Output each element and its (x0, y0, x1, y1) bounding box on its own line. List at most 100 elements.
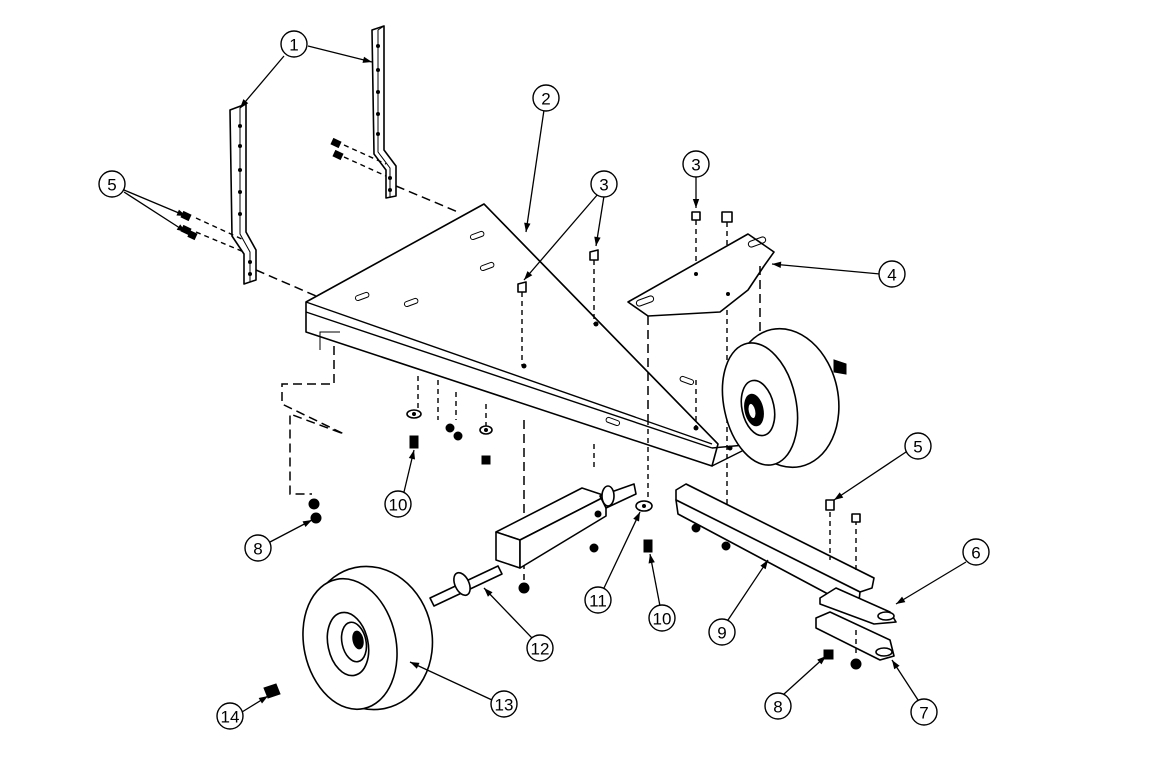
balloon-circle (490, 690, 518, 718)
balloon-13: 13 (490, 690, 518, 718)
balloon-circle (532, 84, 560, 112)
balloon-11: 11 (584, 586, 612, 614)
leader-line-1 (239, 55, 285, 109)
leader-line-5 (833, 451, 907, 501)
balloon-label: 5 (107, 176, 116, 195)
bolts-right-bracket (330, 137, 344, 161)
balloon-circle (764, 692, 792, 720)
tow-arm (675, 483, 875, 611)
leader-line-12 (483, 587, 533, 639)
leader-arrowhead-8 (302, 520, 312, 528)
balloon-label: 3 (599, 176, 608, 195)
carriage-bolts-tow (825, 499, 861, 523)
leader-lines (123, 45, 967, 713)
balloon-label: 9 (717, 624, 726, 643)
carriage-bolts-deck (517, 249, 599, 366)
balloon-3: 3 (682, 150, 710, 178)
wheel-upper-right (721, 327, 847, 469)
balloon-label: 12 (531, 640, 550, 659)
balloon-12: 12 (526, 634, 554, 662)
washer-nut-center (635, 420, 653, 553)
upright-bracket-left (229, 103, 257, 285)
leader-arrowhead-8 (817, 656, 826, 665)
balloon-circle (904, 432, 932, 460)
balloon-label: 14 (221, 708, 240, 727)
leader-line-4 (771, 263, 881, 275)
wheel-lower (302, 565, 434, 711)
wheel-mount-plate (627, 233, 775, 520)
leader-arrowhead-1 (362, 56, 372, 63)
balloon-label: 2 (541, 90, 550, 109)
leader-line-6 (895, 561, 967, 605)
balloon-8: 8 (244, 534, 272, 562)
balloon-label: 5 (913, 438, 922, 457)
balloon-circle (280, 30, 308, 58)
leader-arrowhead-7 (892, 660, 900, 670)
balloon-label: 10 (653, 610, 672, 629)
upright-bracket-right (371, 25, 397, 199)
balloon-circle (216, 702, 244, 730)
balloon-label: 10 (389, 496, 408, 515)
balloon-label: 8 (773, 698, 782, 717)
balloon-label: 11 (589, 592, 607, 611)
balloon-circle (584, 586, 612, 614)
leader-arrowhead-14 (258, 696, 268, 704)
leader-arrowhead-3 (524, 271, 533, 280)
leader-line-11 (603, 511, 641, 589)
leader-line-13 (409, 661, 493, 701)
balloon-2: 2 (532, 84, 560, 112)
balloon-10: 10 (384, 490, 412, 518)
balloon-circle (910, 698, 938, 726)
balloon-circle (682, 150, 710, 178)
balloon-circle (526, 634, 554, 662)
balloon-5: 5 (98, 170, 126, 198)
balloon-label: 3 (691, 156, 700, 175)
balloon-14: 14 (216, 702, 244, 730)
balloon-5: 5 (904, 432, 932, 460)
leader-line-1 (307, 45, 373, 63)
balloon-label: 13 (495, 696, 514, 715)
leader-arrowhead-3 (594, 236, 601, 246)
leader-arrowhead-5 (834, 492, 844, 500)
balloon-7: 7 (910, 698, 938, 726)
balloon-label: 4 (887, 266, 896, 285)
balloon-circle (878, 260, 906, 288)
leader-line-8 (783, 655, 827, 695)
leader-arrowhead-10 (408, 450, 416, 460)
leader-line-5 (123, 191, 187, 233)
leader-arrowhead-12 (484, 588, 493, 597)
axle-shaft (429, 565, 503, 607)
balloon-3: 3 (590, 170, 618, 198)
deck-plate (305, 203, 757, 467)
balloon-8: 8 (764, 692, 792, 720)
bracket-assembly-lines (195, 144, 459, 297)
leader-arrowhead-1 (240, 99, 249, 108)
leader-arrowhead-13 (410, 662, 420, 669)
leader-line-2 (525, 109, 545, 233)
leader-line-9 (727, 559, 769, 621)
balloon-4: 4 (878, 260, 906, 288)
hub-nut (263, 683, 281, 699)
balloon-label: 6 (971, 544, 980, 563)
balloon-6: 6 (962, 538, 990, 566)
hitch-plate-lower (815, 611, 895, 670)
balloon-label: 8 (253, 540, 262, 559)
balloon-1: 1 (280, 30, 308, 58)
leader-arrowhead-4 (772, 261, 782, 269)
leader-arrowhead-2 (524, 222, 531, 232)
balloon-circle (244, 534, 272, 562)
leader-arrowhead-6 (896, 596, 906, 604)
leader-arrowhead-5 (176, 209, 186, 216)
leader-arrowhead-10 (648, 554, 655, 564)
balloon-circle (98, 170, 126, 198)
balloon-circle (648, 604, 676, 632)
balloon-circle (590, 170, 618, 198)
hitch-plate-upper (819, 587, 897, 625)
balloon-circle (384, 490, 412, 518)
balloon-10: 10 (648, 604, 676, 632)
leader-line-3 (523, 193, 599, 281)
leader-arrowhead-9 (760, 560, 768, 570)
leader-arrowhead-5 (176, 224, 186, 232)
